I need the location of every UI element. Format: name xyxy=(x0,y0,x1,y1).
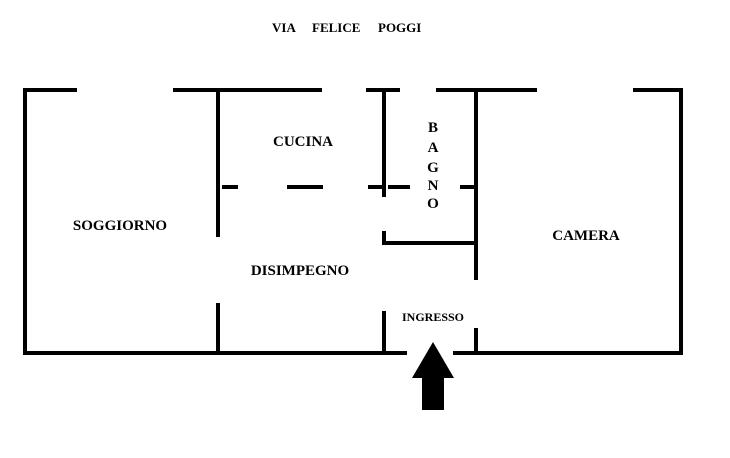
street-word-felice: FELICE xyxy=(312,20,360,35)
street-name: VIA FELICE POGGI xyxy=(272,20,421,35)
up-arrow-icon xyxy=(412,342,454,410)
room-label-bagno: B A G N O xyxy=(427,120,439,212)
street-word-via: VIA xyxy=(272,20,296,35)
walls xyxy=(23,88,683,355)
room-label-cucina: CUCINA xyxy=(273,134,333,150)
room-label-disimpegno: DISIMPEGNO xyxy=(251,263,349,279)
room-label-ingresso: INGRESSO xyxy=(402,310,464,324)
bagno-letter: B xyxy=(428,120,438,136)
bagno-letter: A xyxy=(428,140,439,156)
bagno-letter: N xyxy=(428,178,439,194)
room-label-soggiorno: SOGGIORNO xyxy=(73,218,167,234)
bagno-letter: G xyxy=(427,160,439,176)
bagno-letter: O xyxy=(427,196,439,212)
street-word-poggi: POGGI xyxy=(378,20,421,35)
room-labels: SOGGIORNO CUCINA B A G N O DISIMPEGNO CA… xyxy=(73,120,620,324)
room-label-camera: CAMERA xyxy=(552,228,620,244)
